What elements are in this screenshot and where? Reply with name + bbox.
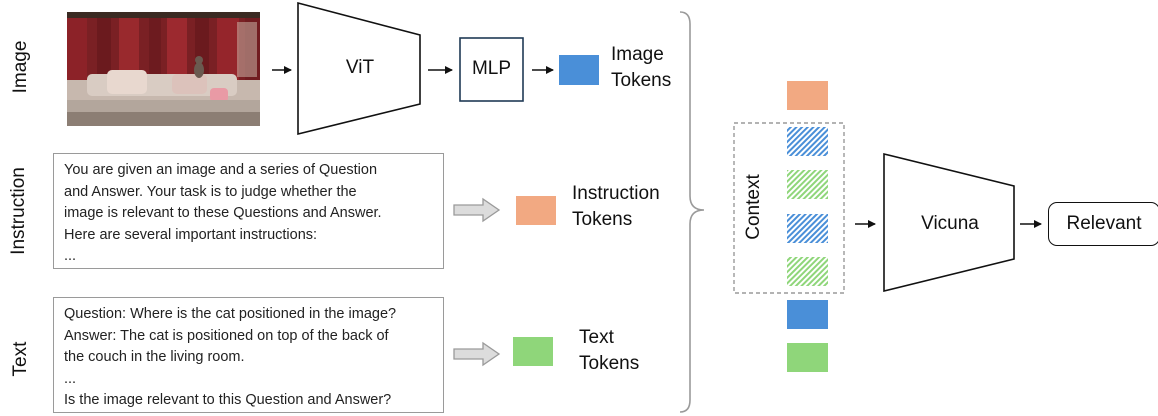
row-label-image: Image	[10, 40, 31, 94]
mlp-projector-shape	[459, 37, 524, 102]
text-tokens-label: Text Tokens	[579, 327, 640, 374]
image-token-square	[559, 55, 599, 85]
text-token-square	[513, 337, 553, 366]
hollow-arrow-icon	[453, 197, 501, 223]
stack-token-image	[787, 300, 828, 329]
stack-token-hatched-green	[787, 170, 828, 199]
mlp-label: MLP	[471, 58, 512, 79]
stack-token-hatched-green	[787, 257, 828, 286]
stack-token-text	[787, 343, 828, 372]
relevant-output-label: Relevant	[1066, 213, 1142, 234]
curly-brace-icon	[679, 11, 705, 413]
stack-token-instruction	[787, 81, 828, 110]
row-label-text: Text	[10, 341, 31, 377]
vicuna-label: Vicuna	[921, 213, 979, 234]
vit-label: ViT	[345, 57, 375, 78]
instruction-tokens-label: Instruction Tokens	[572, 183, 660, 230]
relevant-output-box: Relevant	[1048, 202, 1158, 246]
instruction-token-square	[516, 196, 556, 225]
row-label-instruction: Instruction	[8, 167, 29, 255]
stack-token-hatched-blue	[787, 127, 828, 156]
stack-token-hatched-blue	[787, 214, 828, 243]
living-room-photo	[67, 12, 260, 126]
vit-encoder-shape	[297, 1, 421, 136]
vicuna-llm-shape	[883, 152, 1015, 293]
image-tokens-label: Image Tokens	[611, 44, 672, 91]
hollow-arrow-icon	[453, 341, 501, 367]
question-textbox: Question: Where is the cat positioned in…	[53, 297, 444, 413]
context-label: Context	[743, 174, 764, 240]
instruction-textbox: You are given an image and a series of Q…	[53, 153, 444, 269]
